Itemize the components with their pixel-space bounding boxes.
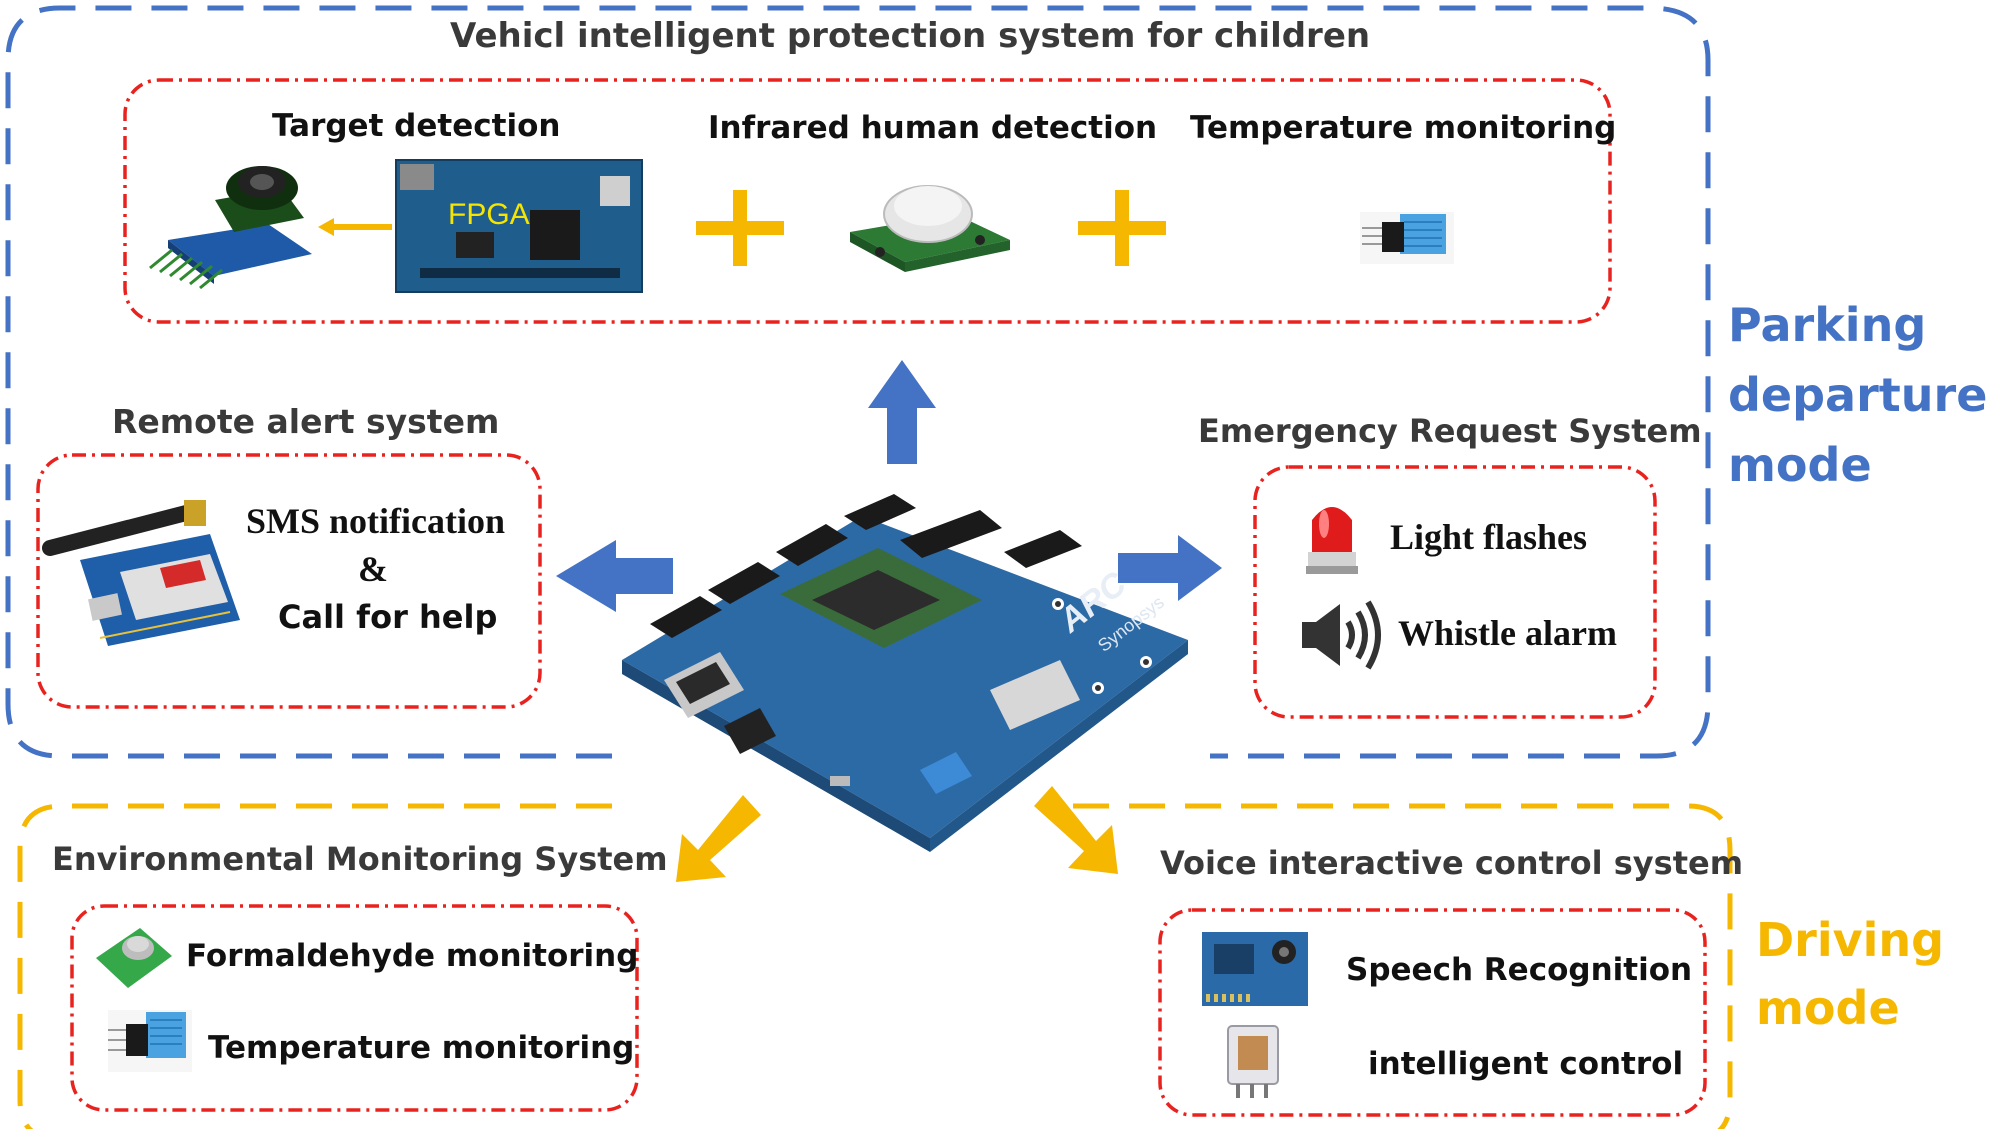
call-for-help-label: Call for help [278,598,498,636]
fpga-board-image [395,159,643,293]
plus-sign-1 [696,190,784,266]
emergency-heading: Emergency Request System [1198,412,1702,450]
driving-mode-line-2: mode [1756,981,1900,1035]
gsm-module-image [42,500,240,646]
relay-image [1227,1025,1279,1098]
parking-mode-line-1: Parking [1728,298,1927,352]
dht11-sensor-image-2 [108,1010,192,1072]
plus-sign-2 [1078,190,1166,266]
sms-notification-label: SMS notification [246,501,506,541]
temperature-monitoring-label: Temperature monitoring [1190,110,1617,146]
light-flashes-label: Light flashes [1390,517,1588,557]
fpga-to-camera-arrow [318,218,392,236]
arc-board-image [622,494,1188,852]
diagram-title: Vehicl intelligent protection system for… [450,16,1371,56]
parking-mode-line-3: mode [1728,438,1872,492]
target-detection-label: Target detection [272,108,561,144]
env-temperature-label: Temperature monitoring [208,1030,635,1066]
remote-alert-heading: Remote alert system [112,402,500,441]
emergency-panel [1253,465,1657,719]
remote-alert-panel [36,453,542,709]
environment-panel [70,904,639,1112]
voice-panel [1158,908,1707,1117]
parking-mode-frame [5,5,1711,759]
parking-mode-label: Parking departure mode [1728,290,1987,500]
driving-mode-frame [17,803,1733,1129]
alarm-light-image [1306,507,1358,574]
formaldehyde-label: Formaldehyde monitoring [186,938,639,974]
ampersand-label: & [358,549,388,589]
formaldehyde-sensor-image [96,928,172,988]
top-sensor-panel [123,78,1612,324]
pir-sensor-image [850,185,1010,272]
environment-heading: Environmental Monitoring System [52,840,668,878]
voice-heading: Voice interactive control system [1160,844,1744,882]
dht11-sensor-image [1360,212,1454,264]
driving-mode-label: Driving mode [1756,906,1944,1042]
speech-module-image [1202,932,1308,1006]
arrow-down-right [1034,786,1118,874]
parking-mode-line-2: departure [1728,368,1988,422]
arrow-up [868,360,936,464]
whistle-alarm-label: Whistle alarm [1398,613,1617,653]
speech-recognition-label: Speech Recognition [1346,952,1693,988]
arrow-down-left [676,795,761,882]
arrow-left-shape [556,540,673,612]
driving-mode-line-1: Driving [1756,913,1945,967]
infrared-detection-label: Infrared human detection [708,110,1158,146]
camera-module-image [149,166,312,290]
intelligent-control-label: intelligent control [1368,1046,1684,1082]
speaker-icon [1302,600,1381,670]
arrow-right [1118,535,1222,601]
fpga-label: FPGA [448,198,530,231]
